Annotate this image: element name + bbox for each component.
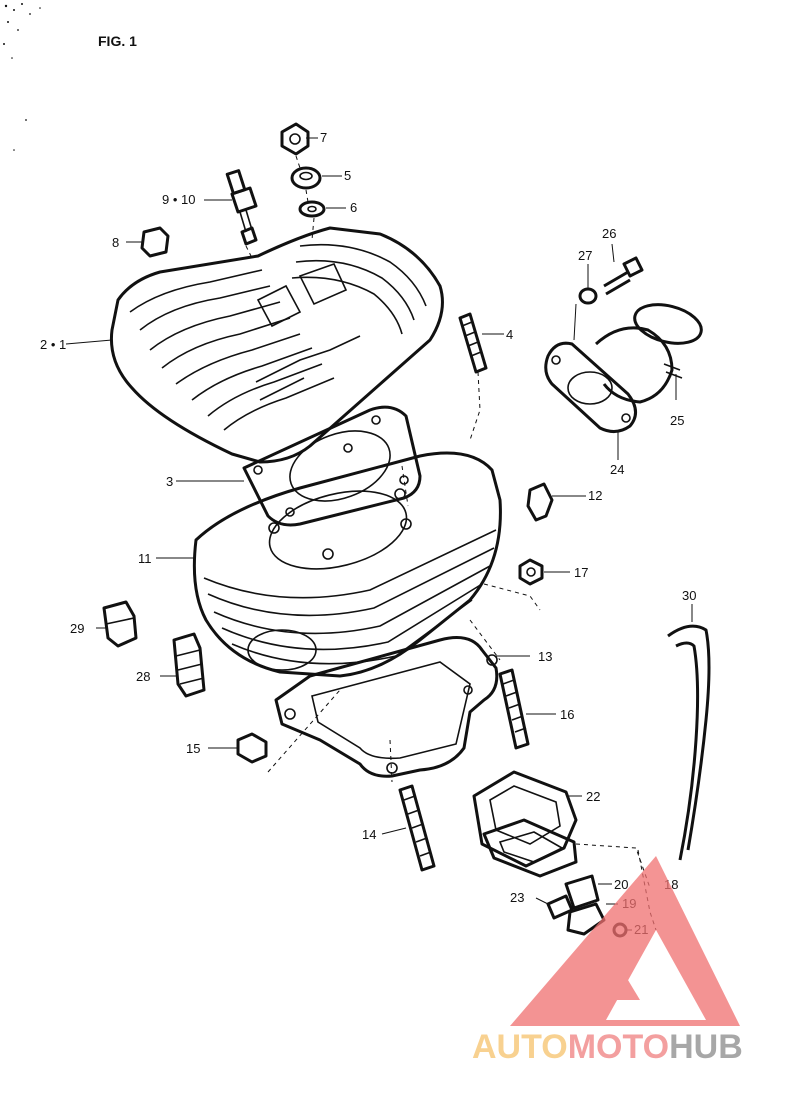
callout-16: 16 — [560, 707, 574, 722]
part-6-washer — [298, 200, 326, 218]
watermark-logo: AUTOMOTOHUB — [472, 1028, 743, 1066]
part-18-reed-valve — [482, 818, 578, 878]
watermark-hub-text: HUB — [669, 1028, 743, 1066]
part-13-base-gasket — [274, 636, 499, 778]
callout-13: 13 — [538, 649, 552, 664]
part-25-intake-clamp — [594, 303, 703, 404]
part-24-intake-flange — [544, 341, 637, 433]
callout-11: 11 — [138, 551, 152, 566]
callout-22: 22 — [586, 789, 600, 804]
watermark-moto-text: MOTO — [568, 1028, 669, 1066]
part-11-cylinder-block — [192, 451, 502, 678]
part-19-stopper — [566, 902, 606, 936]
callout-12: 12 — [588, 488, 602, 503]
callout-30: 30 — [682, 588, 696, 603]
part-27-washer — [578, 287, 598, 305]
callout-29: 29 — [70, 621, 84, 636]
part-14-stud — [398, 784, 436, 872]
callout-23: 23 — [510, 890, 524, 905]
callout-labels: 7 5 6 9 • 10 8 2 • 1 4 26 27 25 24 3 12 … — [40, 130, 696, 937]
watermark-auto-text: AUTO — [472, 1028, 568, 1066]
callout-4: 4 — [506, 327, 513, 342]
callout-7: 7 — [320, 130, 327, 145]
callout-20: 20 — [614, 877, 628, 892]
part-29-damper — [102, 600, 138, 648]
part-17-nut — [518, 558, 544, 586]
part-9-10-spark-plug — [225, 169, 258, 246]
part-20-reed-petal — [564, 874, 600, 910]
part-3-head-gasket — [242, 405, 422, 527]
part-28-damper-set — [172, 632, 206, 698]
part-30-hose — [667, 624, 711, 861]
part-5-nut — [290, 166, 322, 190]
callout-2-1: 2 • 1 — [40, 337, 66, 352]
callout-27: 27 — [578, 248, 592, 263]
callout-8: 8 — [112, 235, 119, 250]
callout-17: 17 — [574, 565, 588, 580]
callout-28: 28 — [136, 669, 150, 684]
callout-9-10: 9 • 10 — [162, 192, 195, 207]
watermark-inner-triangle-icon — [570, 940, 640, 1000]
callout-24: 24 — [610, 462, 624, 477]
part-12-fitting — [526, 482, 554, 522]
part-7-cap-nut — [280, 122, 310, 156]
callout-26: 26 — [602, 226, 616, 241]
figure-title: FIG. 1 — [98, 33, 137, 49]
part-4-stud — [458, 312, 488, 374]
watermark: AUTOMOTOHUB — [472, 856, 743, 1066]
part-16-stud — [498, 668, 530, 750]
part-8-cap — [140, 226, 170, 258]
part-15-nut — [236, 732, 268, 764]
callout-3: 3 — [166, 474, 173, 489]
part-26-bolt — [603, 256, 644, 296]
part-2-1-cylinder-head — [109, 226, 444, 464]
callout-25: 25 — [670, 413, 684, 428]
callout-5: 5 — [344, 168, 351, 183]
callout-15: 15 — [186, 741, 200, 756]
callout-14: 14 — [362, 827, 376, 842]
scan-noise — [3, 3, 41, 151]
watermark-triangle-icon — [510, 856, 740, 1026]
callout-6: 6 — [350, 200, 357, 215]
